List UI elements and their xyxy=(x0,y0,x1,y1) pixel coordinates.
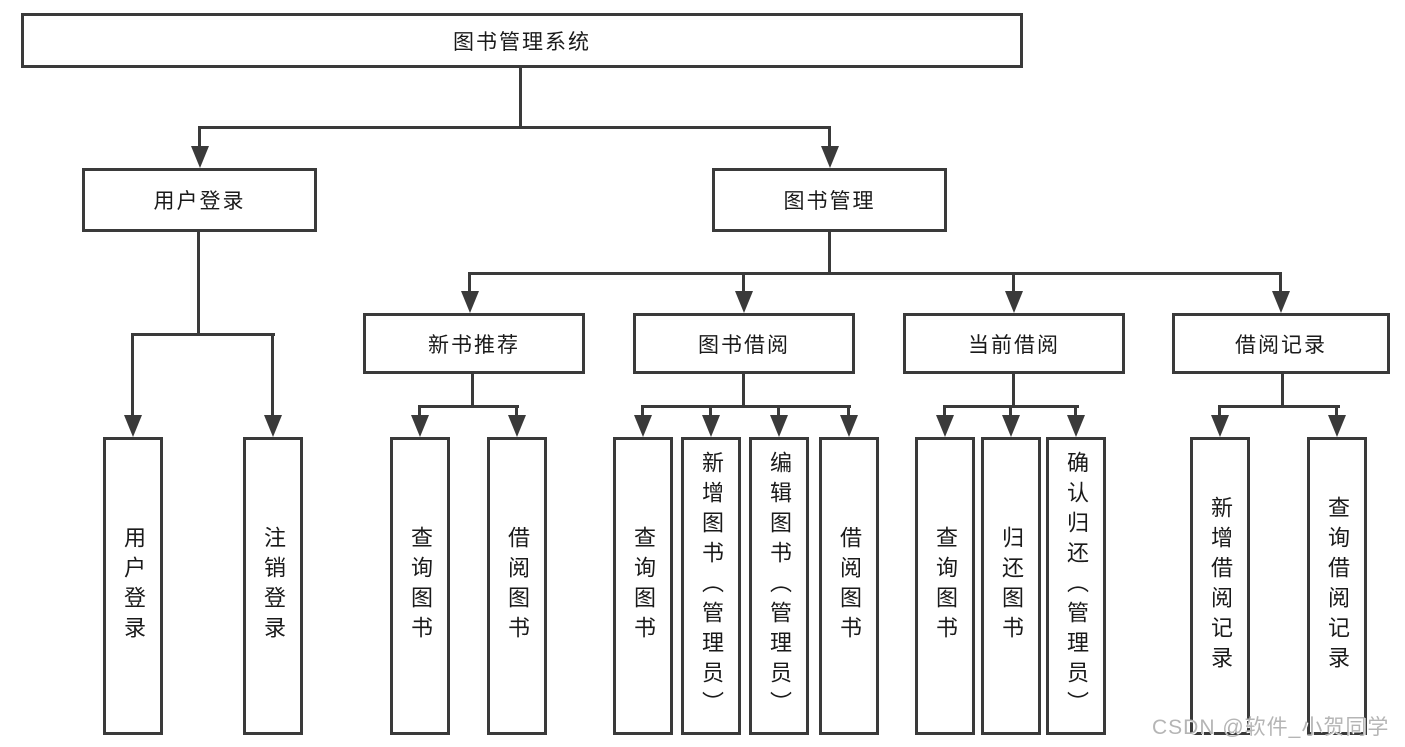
arrow-down-icon xyxy=(1067,415,1085,437)
arrow-down-icon xyxy=(1211,415,1229,437)
leaf-borrow-books-recommend: 借阅图书 xyxy=(487,437,547,735)
connector-line xyxy=(943,405,946,420)
connector-line xyxy=(468,272,1282,275)
connector-line xyxy=(641,405,851,408)
connector-line xyxy=(418,405,421,420)
leaf-user-login: 用户登录 xyxy=(103,437,163,735)
connector-line xyxy=(1279,272,1282,295)
arrow-down-icon xyxy=(735,291,753,313)
connector-line xyxy=(418,405,519,408)
connector-line xyxy=(271,333,274,420)
leaf-edit-books-admin: 编辑图书（管理员） xyxy=(749,437,809,735)
arrow-down-icon xyxy=(1002,415,1020,437)
node-book-management: 图书管理 xyxy=(712,168,947,232)
arrow-down-icon xyxy=(124,415,142,437)
leaf-return-books: 归还图书 xyxy=(981,437,1041,735)
arrow-down-icon xyxy=(770,415,788,437)
arrow-down-icon xyxy=(702,415,720,437)
connector-line xyxy=(1218,405,1340,408)
arrow-down-icon xyxy=(461,291,479,313)
arrow-down-icon xyxy=(1272,291,1290,313)
connector-line xyxy=(1218,405,1221,420)
arrow-down-icon xyxy=(191,146,209,168)
leaf-add-books-admin: 新增图书（管理员） xyxy=(681,437,741,735)
arrow-down-icon xyxy=(264,415,282,437)
connector-line xyxy=(847,405,850,420)
connector-line xyxy=(198,126,201,152)
arrow-down-icon xyxy=(508,415,526,437)
arrow-down-icon xyxy=(1005,291,1023,313)
node-new-book-recommend: 新书推荐 xyxy=(363,313,585,374)
connector-line xyxy=(1074,405,1077,420)
connector-line xyxy=(519,68,522,127)
connector-line xyxy=(515,405,518,420)
node-user-login: 用户登录 xyxy=(82,168,317,232)
leaf-confirm-return-admin: 确认归还（管理员） xyxy=(1046,437,1106,735)
connector-line xyxy=(1281,374,1284,408)
leaf-add-borrow-record: 新增借阅记录 xyxy=(1190,437,1250,735)
leaf-query-books-recommend: 查询图书 xyxy=(390,437,450,735)
node-borrow-records: 借阅记录 xyxy=(1172,313,1390,374)
connector-line xyxy=(131,333,275,336)
connector-line xyxy=(1009,405,1012,420)
connector-line xyxy=(777,405,780,420)
connector-line xyxy=(828,126,831,152)
connector-line xyxy=(199,126,831,129)
connector-line xyxy=(471,374,474,408)
connector-line xyxy=(641,405,644,420)
connector-line xyxy=(131,333,134,420)
leaf-query-books-borrowing: 查询图书 xyxy=(613,437,673,735)
connector-line xyxy=(1012,374,1015,408)
csdn-watermark: CSDN @软件_小贺同学 xyxy=(1152,716,1390,739)
connector-line xyxy=(468,272,471,295)
connector-line xyxy=(742,374,745,408)
arrow-down-icon xyxy=(634,415,652,437)
connector-line xyxy=(197,232,200,336)
connector-line xyxy=(709,405,712,420)
arrow-down-icon xyxy=(1328,415,1346,437)
arrow-down-icon xyxy=(840,415,858,437)
leaf-query-borrow-record: 查询借阅记录 xyxy=(1307,437,1367,735)
arrow-down-icon xyxy=(936,415,954,437)
node-book-borrowing: 图书借阅 xyxy=(633,313,855,374)
connector-line xyxy=(742,272,745,295)
leaf-logout: 注销登录 xyxy=(243,437,303,735)
node-current-borrowing: 当前借阅 xyxy=(903,313,1125,374)
connector-line xyxy=(828,232,831,275)
connector-line xyxy=(1335,405,1338,420)
leaf-query-books-current: 查询图书 xyxy=(915,437,975,735)
node-library-system: 图书管理系统 xyxy=(21,13,1023,68)
arrow-down-icon xyxy=(411,415,429,437)
leaf-borrow-books-borrowing: 借阅图书 xyxy=(819,437,879,735)
arrow-down-icon xyxy=(821,146,839,168)
connector-line xyxy=(1012,272,1015,295)
